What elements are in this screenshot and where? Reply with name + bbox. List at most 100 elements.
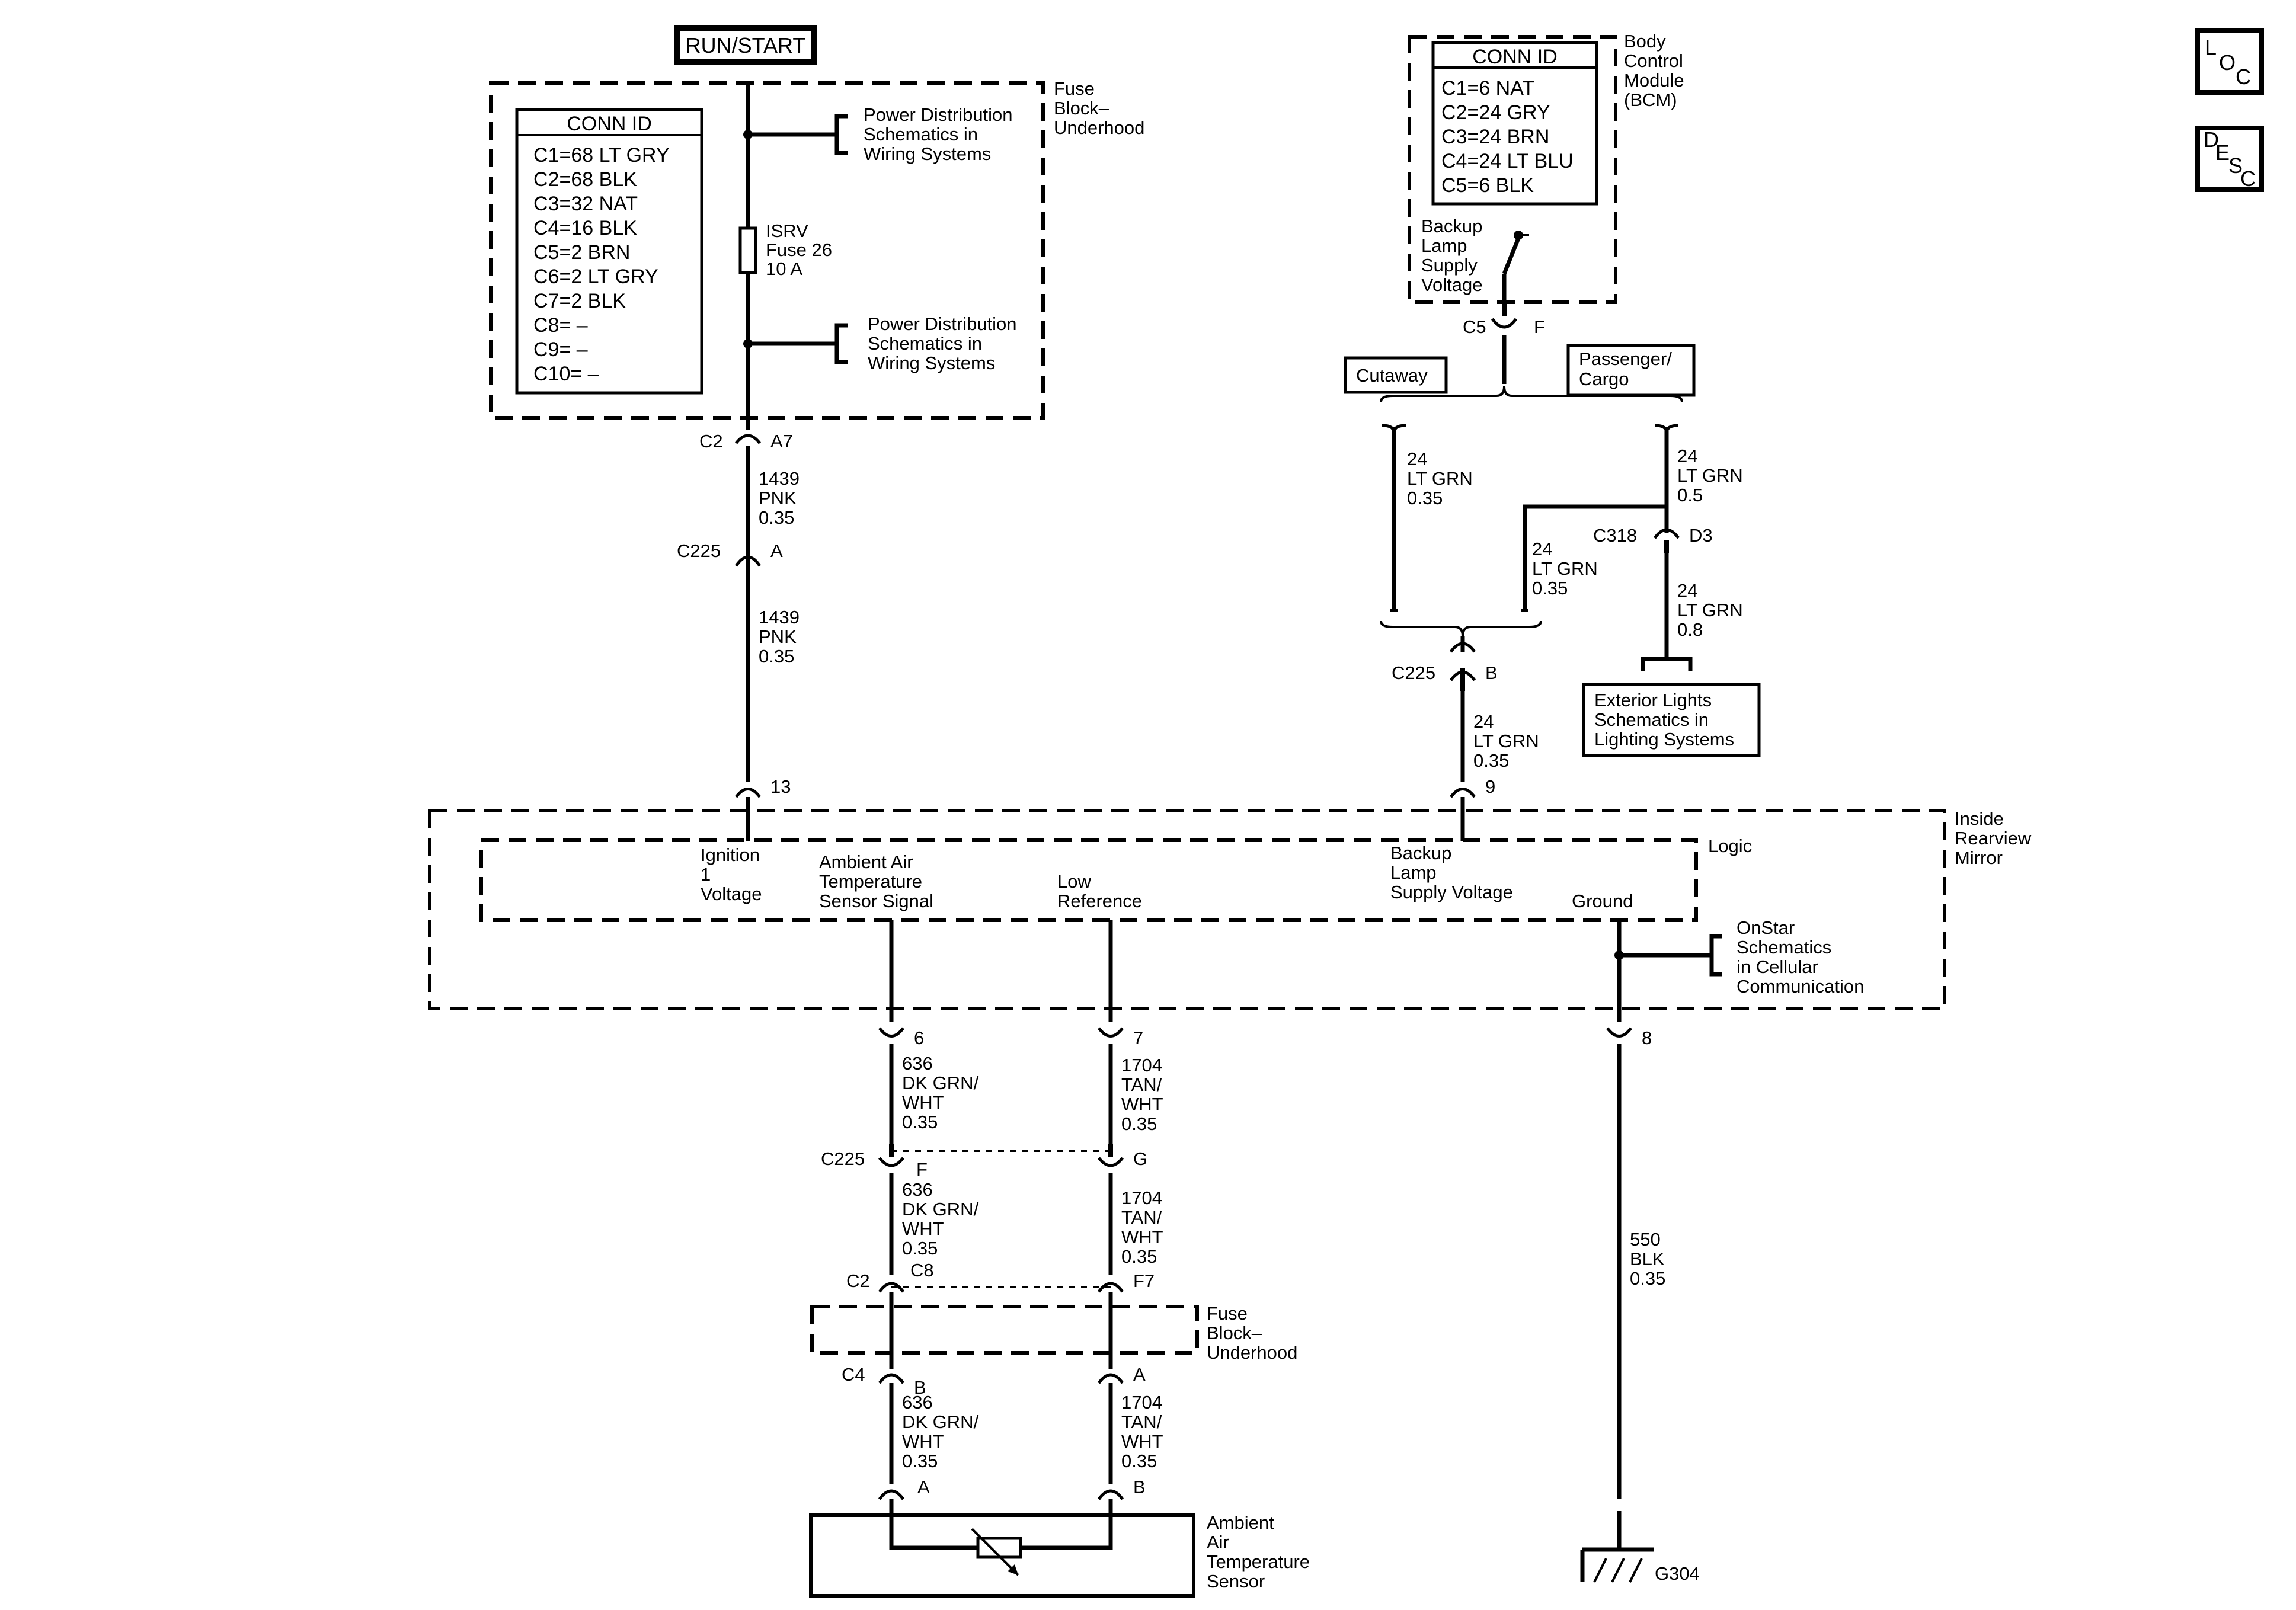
wire-label-24-ltgrn-right-top: 24 LT GRN 0.5	[1677, 446, 1743, 505]
svg-text:C: C	[2240, 167, 2256, 191]
onstar-ref: OnStar Schematics in Cellular Communicat…	[1737, 917, 1864, 997]
fuse-block-underhood-lower-label: Fuse Block– Underhood	[1207, 1303, 1297, 1363]
svg-text:C3=24 BRN: C3=24 BRN	[1441, 126, 1549, 148]
svg-text:C4: C4	[842, 1364, 865, 1385]
connector-c225-a: C225 A	[677, 540, 783, 577]
svg-text:Backup: Backup	[1390, 843, 1451, 863]
svg-text:Inside: Inside	[1955, 808, 2004, 829]
svg-text:C8: C8	[910, 1260, 934, 1281]
sensor-connector-a-b: A B	[878, 1477, 1146, 1500]
svg-text:0.35: 0.35	[1407, 488, 1443, 508]
svg-text:D: D	[2204, 127, 2219, 152]
svg-text:Air: Air	[1207, 1532, 1229, 1553]
wire-label-24-ltgrn-ext: 24 LT GRN 0.8	[1677, 580, 1743, 640]
svg-text:Cargo: Cargo	[1579, 369, 1629, 389]
svg-text:1439: 1439	[759, 468, 800, 489]
svg-text:WHT: WHT	[902, 1092, 944, 1113]
svg-text:0.35: 0.35	[902, 1112, 938, 1132]
svg-text:24: 24	[1473, 711, 1494, 732]
svg-text:9: 9	[1485, 776, 1495, 797]
wire-label-1704-tan-3: 1704 TAN/ WHT 0.35	[1121, 1392, 1163, 1471]
bcm-label: Body Control Module (BCM)	[1624, 31, 1684, 110]
svg-text:LT GRN: LT GRN	[1473, 731, 1539, 751]
wire-label-636-dkgrn-1: 636 DK GRN/ WHT 0.35	[902, 1053, 979, 1132]
svg-text:10 A: 10 A	[766, 258, 802, 279]
svg-text:Sensor: Sensor	[1207, 1571, 1265, 1592]
svg-text:Fuse: Fuse	[1054, 78, 1095, 99]
inside-rearview-mirror-label: Inside Rearview Mirror	[1955, 808, 2032, 868]
wire-label-24-ltgrn-mirror: 24 LT GRN 0.35	[1473, 711, 1539, 771]
svg-text:0.35: 0.35	[1121, 1451, 1157, 1471]
svg-text:Body: Body	[1624, 31, 1666, 52]
svg-text:WHT: WHT	[902, 1218, 944, 1239]
svg-text:ISRV: ISRV	[766, 220, 808, 241]
mirror-pin-13: 13	[734, 776, 791, 798]
svg-text:PNK: PNK	[759, 488, 797, 508]
svg-text:CONN ID: CONN ID	[1472, 46, 1558, 68]
low-reference-label: Low Reference	[1057, 871, 1142, 911]
svg-text:A: A	[917, 1477, 930, 1497]
svg-text:1704: 1704	[1121, 1392, 1162, 1413]
svg-text:24: 24	[1677, 580, 1697, 601]
svg-text:24: 24	[1677, 446, 1697, 466]
fuse-block-conn-id-table: CONN ID C1=68 LT GRY C2=68 BLK C3=32 NAT…	[515, 108, 703, 395]
svg-text:6: 6	[914, 1028, 924, 1048]
svg-text:0.35: 0.35	[1630, 1268, 1665, 1289]
svg-text:B: B	[1485, 662, 1498, 683]
svg-text:Power Distribution: Power Distribution	[868, 313, 1017, 334]
logic-outline	[479, 838, 1698, 922]
svg-text:Power Distribution: Power Distribution	[864, 104, 1013, 125]
svg-text:C6=2 LT GRY: C6=2 LT GRY	[533, 265, 658, 288]
bcm-conn-id-table: CONN ID C1=6 NAT C2=24 GRY C3=24 BRN C4=…	[1431, 41, 1598, 206]
svg-text:E: E	[2215, 140, 2230, 165]
svg-text:1704: 1704	[1121, 1055, 1162, 1076]
svg-text:0.35: 0.35	[902, 1451, 938, 1471]
ground-symbol-g304: G304	[1580, 1529, 1700, 1584]
svg-text:0.5: 0.5	[1677, 485, 1703, 505]
svg-text:Low: Low	[1057, 871, 1091, 892]
fuse-block-underhood-outline	[489, 81, 1045, 420]
svg-text:Rearview: Rearview	[1955, 828, 2032, 849]
ground-label: Ground	[1572, 891, 1633, 911]
wire-label-1704-tan-2: 1704 TAN/ WHT 0.35	[1121, 1188, 1163, 1267]
svg-text:Schematics in: Schematics in	[864, 124, 978, 145]
svg-text:DK GRN/: DK GRN/	[902, 1199, 979, 1219]
svg-text:Ignition: Ignition	[701, 844, 760, 865]
svg-text:BLK: BLK	[1630, 1249, 1665, 1269]
svg-text:Ambient Air: Ambient Air	[819, 852, 913, 872]
svg-text:Voltage: Voltage	[701, 884, 762, 904]
svg-text:C8= –: C8= –	[533, 314, 588, 337]
svg-text:LT GRN: LT GRN	[1407, 468, 1473, 489]
svg-text:WHT: WHT	[1121, 1094, 1163, 1115]
bcm-outline	[1408, 35, 1617, 304]
svg-text:636: 636	[902, 1053, 933, 1074]
svg-text:1: 1	[701, 864, 711, 885]
svg-text:Fuse 26: Fuse 26	[766, 239, 832, 260]
svg-text:0.35: 0.35	[759, 507, 794, 528]
svg-text:C7=2 BLK: C7=2 BLK	[533, 290, 626, 312]
svg-text:C5=2 BRN: C5=2 BRN	[533, 241, 630, 264]
mirror-pin-8: 8	[1606, 1027, 1652, 1048]
svg-text:0.8: 0.8	[1677, 619, 1703, 640]
desc-icon[interactable]: D E S C	[2195, 126, 2264, 192]
svg-text:Supply Voltage: Supply Voltage	[1390, 882, 1513, 902]
loc-icon[interactable]: L O C	[2195, 28, 2264, 95]
svg-text:Voltage: Voltage	[1421, 274, 1482, 295]
svg-text:Schematics: Schematics	[1737, 937, 1831, 958]
svg-text:Exterior Lights: Exterior Lights	[1594, 690, 1712, 710]
svg-text:C10= –: C10= –	[533, 363, 599, 385]
wire-label-636-dkgrn-2: 636 DK GRN/ WHT 0.35	[902, 1179, 979, 1259]
connector-c2-a7: C2 A7	[699, 431, 793, 457]
exterior-lights-ref: Exterior Lights Schematics in Lighting S…	[1582, 683, 1761, 757]
wire-label-1439-pnk-lower: 1439 PNK 0.35	[759, 607, 800, 667]
ignition-voltage-label: Ignition 1 Voltage	[701, 844, 762, 904]
option-cutaway: Cutaway	[1344, 356, 1448, 394]
svg-text:PNK: PNK	[759, 626, 797, 647]
svg-text:Supply: Supply	[1421, 255, 1478, 276]
thermistor-symbol	[971, 1528, 1022, 1576]
svg-text:C1=68 LT GRY: C1=68 LT GRY	[533, 144, 670, 167]
svg-text:TAN/: TAN/	[1121, 1411, 1162, 1432]
aat-sensor-signal-label: Ambient Air Temperature Sensor Signal	[819, 852, 933, 911]
svg-text:Schematics in: Schematics in	[1594, 709, 1709, 730]
svg-text:0.35: 0.35	[759, 646, 794, 667]
